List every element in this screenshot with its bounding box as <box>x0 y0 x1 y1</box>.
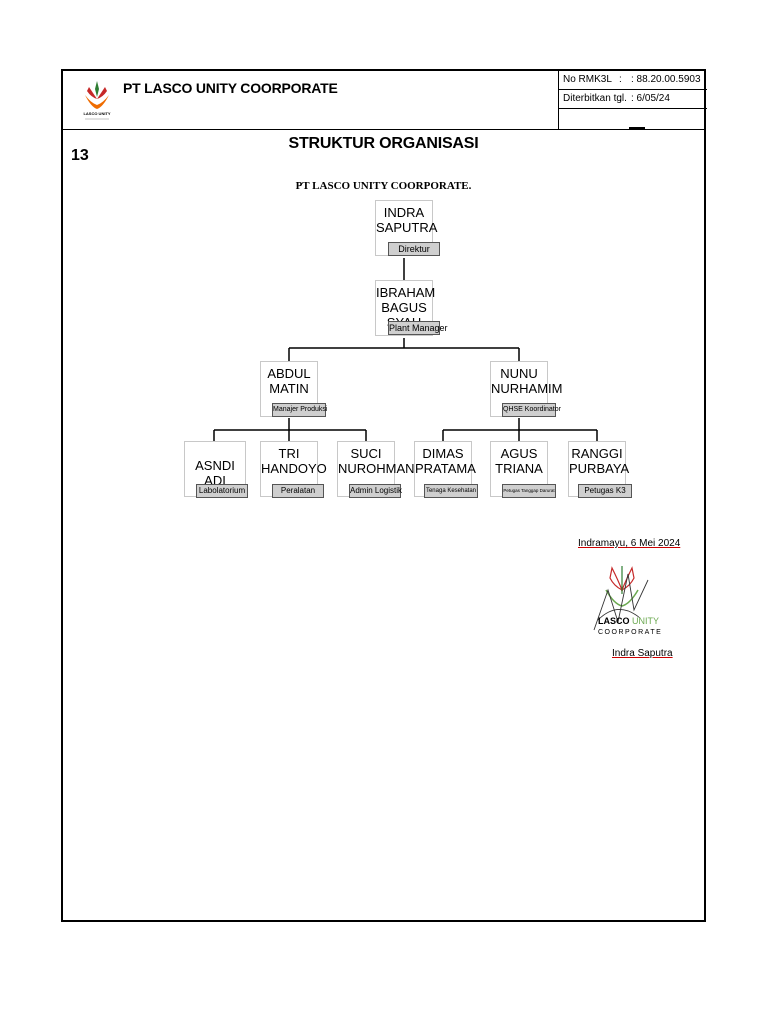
stamp-brand: LASCO UNITY <box>598 616 660 626</box>
page-title: STRUKTUR ORGANISASI <box>288 135 479 152</box>
stamp-subtext: COORPORATE <box>598 629 663 636</box>
svg-text:LASCO UNITY: LASCO UNITY <box>83 111 110 116</box>
org-node-director: INDRA SAPUTRA <box>375 200 438 256</box>
production-manager-role: Manajer Produksi <box>272 403 327 417</box>
qhse-name: NUNU NURHAMIM <box>491 366 563 396</box>
staff-name: DIMAS PRATAMA <box>415 446 476 476</box>
meta-value-date: : 6/05/24 <box>631 93 670 104</box>
document-meta: No RMK3L:: 88.20.00.5903 Diterbitkan tgl… <box>558 71 707 130</box>
signatory-name: Indra Saputra <box>612 648 673 659</box>
staff-name: SUCI NUROHMAN <box>338 446 415 476</box>
director-name: INDRA SAPUTRA <box>376 205 438 235</box>
meta-row-rmk3l: No RMK3L:: 88.20.00.5903 <box>559 71 707 90</box>
plant-manager-role: Plant Manager <box>388 321 448 335</box>
document-header: LASCO UNITY PT LASCO UNITY COORPORATE No… <box>63 71 707 130</box>
company-stamp-logo <box>593 566 649 631</box>
staff-name: AGUS TRIANA <box>495 446 543 476</box>
staff-role: Peralatan <box>272 484 324 498</box>
staff-role: Labolatorium <box>196 484 248 498</box>
staff-role: Tenaga Kesehatan <box>424 484 478 498</box>
qhse-role: QHSE Koordinator <box>502 403 561 417</box>
staff-name: TRI HANDOYO <box>261 446 327 476</box>
staff-name: RANGGI PURBAYA <box>569 446 630 476</box>
signature-place-date: Indramayu, 6 Mei 2024 <box>578 538 681 549</box>
meta-row-date: Diterbitkan tgl.:: 6/05/24 <box>559 90 707 109</box>
staff-role: Admin Logistik <box>349 484 402 498</box>
staff-role: Petugas Tanggap Darurat <box>502 484 556 498</box>
company-logo: LASCO UNITY <box>83 81 111 120</box>
page-number: 13 <box>71 147 89 164</box>
meta-tick <box>629 127 645 130</box>
director-role: Direktur <box>388 242 440 256</box>
company-name: PT LASCO UNITY COORPORATE <box>123 80 338 96</box>
chart-subtitle: PT LASCO UNITY COORPORATE. <box>295 180 472 192</box>
production-manager-name: ABDUL MATIN <box>267 366 311 396</box>
meta-value-rmk3l: : 88.20.00.5903 <box>631 74 701 85</box>
staff-role: Petugas K3 <box>578 484 632 498</box>
document-frame: LASCO UNITY PT LASCO UNITY COORPORATE No… <box>61 69 707 922</box>
